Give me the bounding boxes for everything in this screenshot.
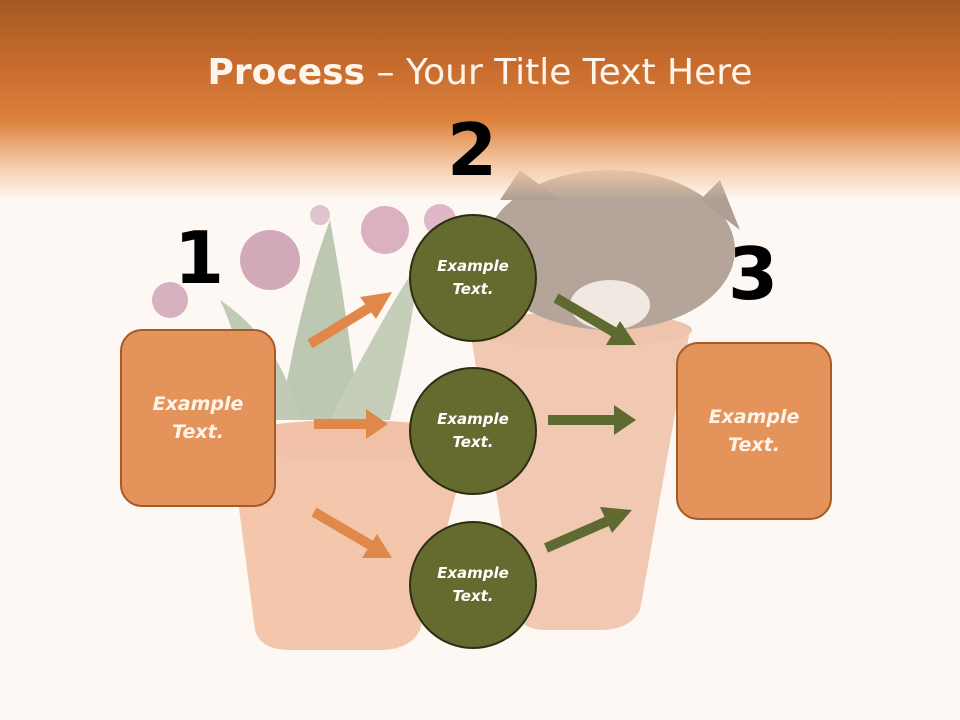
title-rest: – Your Title Text Here	[365, 52, 753, 93]
orange-arrow-up	[307, 292, 392, 349]
circle-bottom: Example Text.	[409, 521, 537, 649]
step-number-3: 3	[727, 232, 779, 316]
orange-arrow-right	[314, 409, 388, 439]
left-box-line1: Example	[152, 392, 244, 415]
step-number-1: 1	[173, 216, 225, 300]
circle-bottom-line2: Text.	[452, 587, 494, 605]
circle-top-line1: Example	[437, 256, 509, 275]
circle-middle-line2: Text.	[452, 433, 494, 451]
olive-arrow-down	[553, 293, 636, 345]
circle-bottom-line1: Example	[437, 563, 509, 582]
right-box-line1: Example	[708, 405, 800, 428]
circle-top: Example Text.	[409, 214, 537, 342]
left-text-box: Example Text.	[120, 329, 276, 507]
olive-arrow-right	[548, 405, 636, 435]
right-box-line2: Text.	[728, 434, 780, 456]
circle-middle-line1: Example	[437, 409, 509, 428]
title-bold: Process	[207, 52, 366, 93]
right-text-box: Example Text.	[676, 342, 832, 520]
circle-middle: Example Text.	[409, 367, 537, 495]
page-title: Process – Your Title Text Here	[0, 52, 960, 93]
olive-arrow-up	[543, 507, 632, 553]
step-number-2: 2	[446, 108, 498, 192]
orange-arrow-down	[311, 507, 392, 558]
left-box-line2: Text.	[172, 421, 224, 443]
header-band	[0, 0, 960, 200]
circle-top-line2: Text.	[452, 280, 494, 298]
